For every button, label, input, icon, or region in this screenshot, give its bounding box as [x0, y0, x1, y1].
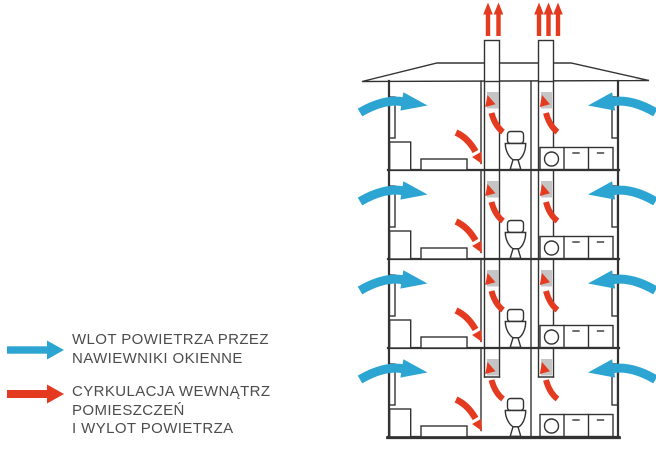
legend-label-line: WLOT POWIETRZA PRZEZ: [72, 331, 269, 348]
outlet-arrows: [483, 2, 563, 36]
legend-label-line: NAWIEWNIKI OKIENNE: [72, 349, 243, 367]
inlet-arrow-icon: [7, 340, 64, 360]
roof: [361, 62, 650, 83]
floor-2: [360, 259, 656, 348]
chimney-left: [483, 39, 501, 83]
floor-4: [360, 81, 656, 170]
chimney-right: [537, 39, 555, 83]
exhaust-arrow-icon: [7, 384, 64, 404]
legend-label-line: CYRKULACJA WEWNĄTRZ: [72, 383, 271, 400]
floor-3: [360, 170, 656, 259]
legend-label-exhaust: CYRKULACJA WEWNĄTRZ POMIESZCZEŃ I WYLOT …: [72, 383, 270, 439]
floor-1: [360, 348, 656, 437]
legend-label-line: I WYLOT POWIETRZA: [72, 420, 234, 437]
legend-label-line: POMIESZCZEŃ: [72, 401, 185, 419]
legend-label-inlet: WLOT POWIETRZA PRZEZ NAWIEWNIKI OKIENNE: [72, 331, 269, 368]
